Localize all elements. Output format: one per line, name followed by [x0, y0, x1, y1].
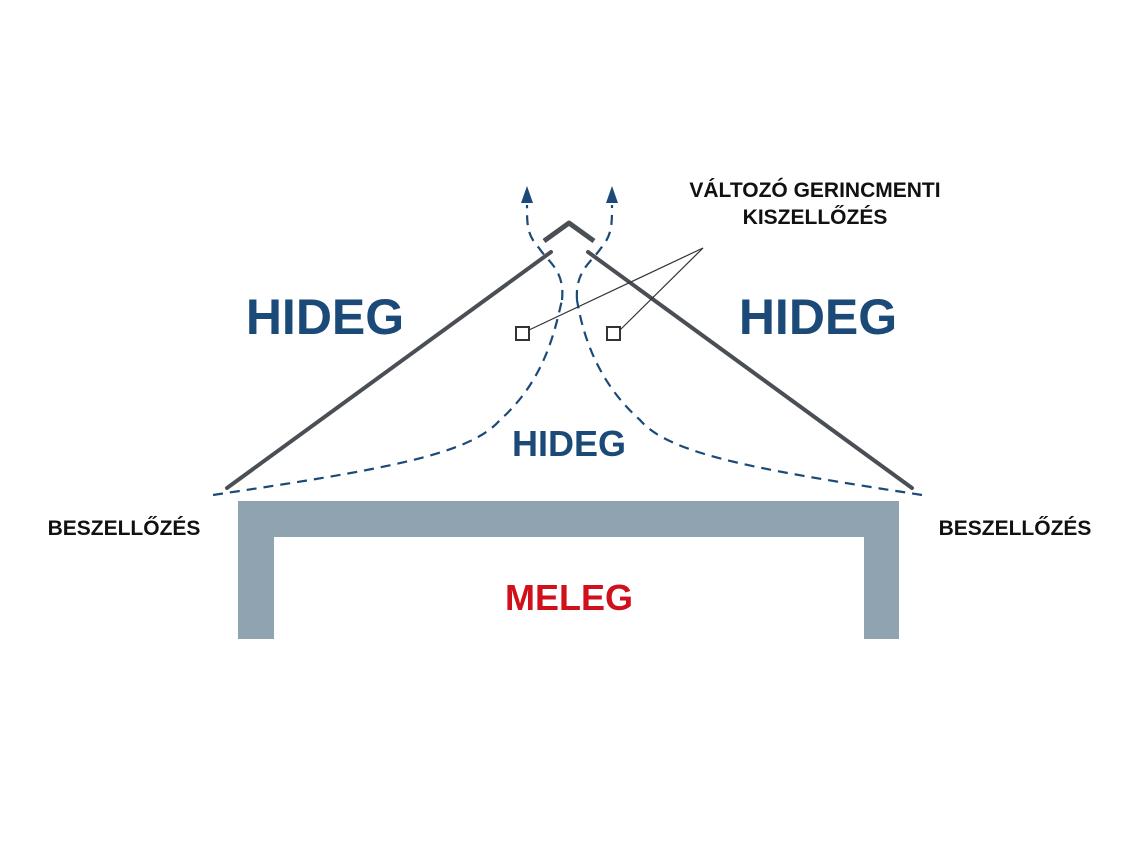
building-wall-frame: [238, 501, 899, 639]
label-cold-attic: HIDEG: [512, 423, 626, 464]
label-ventilation-left: BESZELLŐZÉS: [48, 517, 201, 540]
arrow-up-left-icon: [521, 186, 533, 203]
label-cold-left: HIDEG: [246, 289, 404, 345]
label-ventilation-right: BESZELLŐZÉS: [939, 517, 1092, 540]
label-warm-room: MELEG: [505, 577, 633, 618]
roof-slope-left: [225, 250, 553, 490]
label-ridge-note-line2: KISZELLŐZÉS: [743, 206, 888, 229]
leader-line-right: [619, 247, 704, 331]
airflow-eave-left: [212, 299, 564, 497]
label-cold-right: HIDEG: [739, 289, 897, 345]
roof-slope-right: [586, 250, 914, 490]
ridge-vent-right: [606, 326, 621, 341]
airflow-ridge-left: [525, 204, 564, 301]
ridge-cap: [542, 220, 596, 244]
airflow-lines: [212, 204, 923, 497]
airflow-eave-right: [575, 299, 923, 497]
leader-line-left: [528, 247, 704, 331]
airflow-ridge-right: [575, 204, 614, 301]
ridge-vent-left: [515, 326, 530, 341]
arrow-up-right-icon: [606, 186, 618, 203]
label-ridge-note-line1: VÁLTOZÓ GERINCMENTI: [689, 178, 940, 202]
